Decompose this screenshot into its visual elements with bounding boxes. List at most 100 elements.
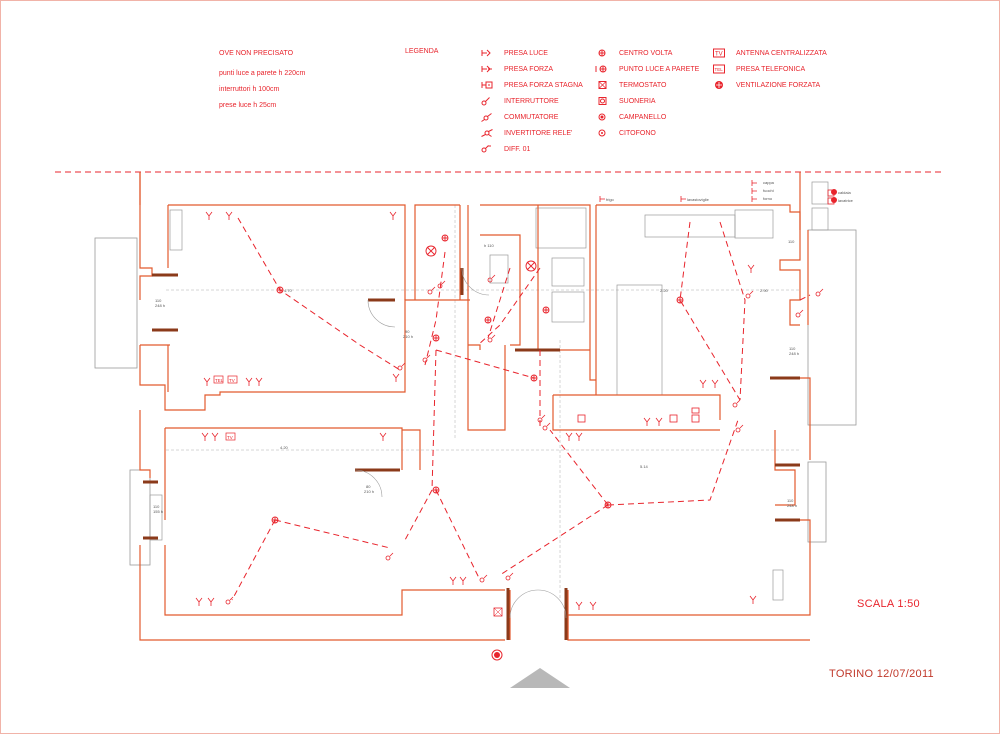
legend-label: PRESA FORZA STAGNA [504, 81, 583, 89]
tv-label: TV [229, 378, 235, 383]
frigo-label: frigo [606, 197, 615, 202]
legend-label: CAMPANELLO [619, 113, 667, 121]
wall-light-icon [595, 65, 607, 73]
switch-icon [481, 97, 490, 106]
balconies [94, 229, 857, 566]
tv-label-2: TV [227, 435, 233, 440]
notes-title: OVE NON PRECISATO [219, 50, 294, 57]
window-label-110d: 110 [789, 346, 796, 351]
notes-line-3: prese luce h 25cm [219, 102, 277, 109]
tv-tel-sockets [213, 375, 238, 441]
legend-label: INTERRUTTORE [504, 97, 559, 105]
socket-icon [481, 49, 491, 57]
legend-item-campanello: CAMPANELLO [595, 112, 666, 122]
window-label-248c: 248 h [789, 351, 799, 356]
window-label-248b: 248 h [787, 503, 797, 508]
legend-title: LEGENDA [405, 48, 439, 55]
legend-item-telefono: TEL PRESA TELEFONICA [712, 64, 805, 74]
kitchen-sockets [493, 180, 835, 617]
legend-item-diff: DIFF. 01 [480, 144, 530, 154]
dim-label-c: 5.14 [640, 464, 649, 469]
svg-text:TV: TV [715, 52, 723, 58]
doorbell-ring [491, 649, 503, 661]
legend-item-presa-forza: PRESA FORZA [480, 64, 553, 74]
door-swings [354, 267, 567, 619]
legend-item-antenna: TV ANTENNA CENTRALIZZATA [712, 48, 827, 58]
notes-line-2: interruttori h 100cm [219, 86, 280, 93]
window-label-110: 110 [155, 298, 162, 303]
forno-label: forno [763, 196, 773, 201]
legend-item-citofono: CITOFONO [595, 128, 656, 138]
ceiling-light-icon [598, 49, 606, 57]
ventilation-icon [715, 81, 723, 89]
door-label-90: 90 [405, 329, 410, 334]
legend-item-punto-luce: PUNTO LUCE A PARETE [595, 64, 699, 74]
sockets [195, 211, 757, 610]
walls [139, 172, 811, 641]
legend-label: PRESA TELEFONICA [736, 65, 806, 73]
ceiling-lights [271, 234, 684, 524]
legend-item-interruttore: INTERRUTTORE [480, 96, 559, 106]
height-label: h 110 [484, 243, 494, 248]
antenna-icon: TV [713, 48, 725, 58]
dim-label-a: 4.70 [284, 288, 293, 293]
legend-label: COMMUTATORE [504, 113, 559, 121]
legend-label: ANTENNA CENTRALIZZATA [736, 49, 827, 57]
legend-label: TERMOSTATO [619, 81, 667, 89]
window-label-248: 248 h [155, 303, 165, 308]
legend-item-termostato: TERMOSTATO [595, 80, 666, 90]
two-way-switch-icon [481, 113, 492, 122]
caldaia-label: caldaia [838, 190, 851, 195]
switches [225, 274, 824, 605]
cappa-label: cappa [763, 180, 775, 185]
legend-label: PUNTO LUCE A PARETE [619, 65, 700, 73]
legend-item-ventilazione: VENTILAZIONE FORZATA [712, 80, 820, 90]
waterproof-socket-icon [481, 81, 493, 89]
wall-lamps [425, 245, 537, 272]
fuochi-label: fuochi [763, 188, 774, 193]
window-label-110b: 110 [153, 504, 160, 509]
bell-icon [598, 97, 607, 105]
door-label-210b: 210 h [364, 489, 374, 494]
phone-socket-icon: TEL [713, 64, 725, 74]
thermostat-icon [598, 81, 607, 89]
scale-label: SCALA 1:50 [857, 598, 920, 610]
window-label-110c: 110 [787, 498, 794, 503]
dim-label-d: 2.20 [660, 288, 669, 293]
power-socket-icon [481, 65, 492, 73]
window-label-110e: 110 [788, 239, 795, 244]
notes-line-1: punti luce a parete h 220cm [219, 70, 306, 77]
legend-item-centro-volta: CENTRO VOLTA [595, 48, 672, 58]
doorbell-icon [494, 652, 500, 658]
door-label-210: 210 h [403, 334, 413, 339]
window-label-155: 155 h [153, 509, 163, 514]
fixtures [149, 181, 829, 688]
legend-item-presa-forza-stagna: PRESA FORZA STAGNA [480, 80, 583, 90]
lavastoviglie-label: lavastoviglie [687, 197, 710, 202]
doorbell-icon [598, 113, 606, 121]
legend-label: PRESA FORZA [504, 65, 554, 73]
lavatrice-label: lavatrice [838, 198, 854, 203]
legend-item-suoneria: SUONERIA [595, 96, 656, 106]
legend-label: CITOFONO [619, 129, 656, 137]
relay-inverter-icon [481, 129, 493, 137]
tel-label: TEL [215, 378, 224, 383]
legend-label: INVERTITORE RELE' [504, 129, 573, 137]
wiring [231, 217, 811, 601]
legend-item-commutatore: COMMUTATORE [480, 112, 558, 122]
differential-icon [481, 145, 491, 153]
door-label-80: 80 [366, 484, 371, 489]
intercom-icon [598, 129, 606, 137]
svg-text:TEL: TEL [715, 67, 724, 72]
legend-label: DIFF. 01 [504, 145, 531, 153]
door-jambs [143, 268, 800, 640]
legend-label: PRESA LUCE [504, 49, 548, 57]
legend-label: SUONERIA [619, 97, 656, 105]
place-date-label: TORINO 12/07/2011 [829, 668, 934, 680]
legend-item-invertitore: INVERTITORE RELE' [480, 128, 572, 138]
legend-label: VENTILAZIONE FORZATA [736, 81, 821, 89]
legend-item-presa-luce: PRESA LUCE [480, 48, 548, 58]
dim-label-e: 2.90 [760, 288, 769, 293]
dim-label-b: 4.20 [280, 445, 289, 450]
